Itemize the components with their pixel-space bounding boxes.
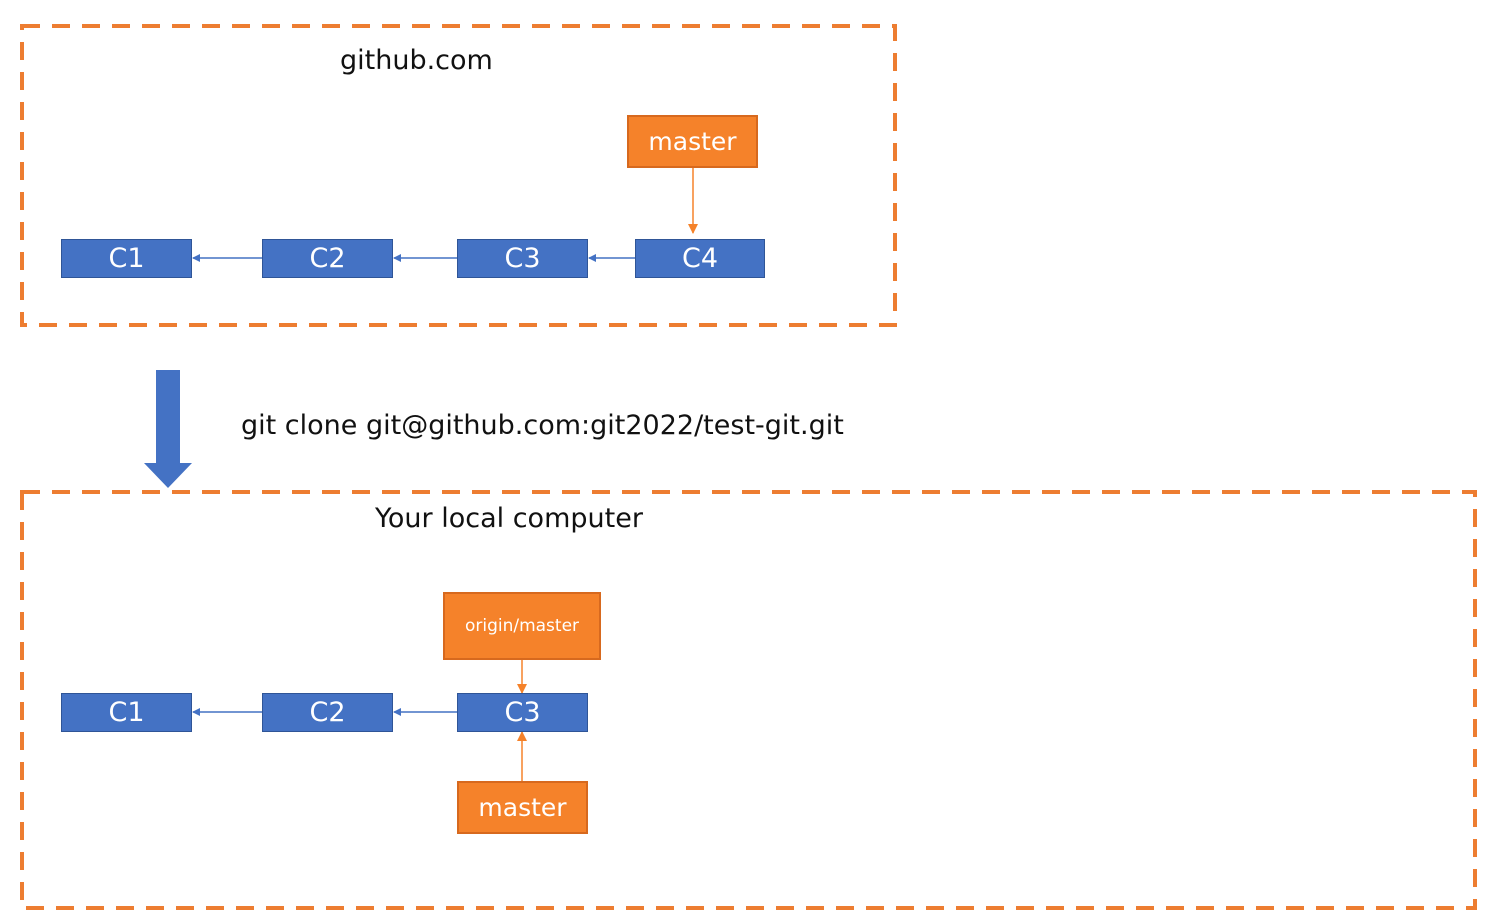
remote-repo-title: github.com	[340, 45, 493, 76]
remote-commit-c2: C2	[262, 239, 393, 278]
origin-master-branch: origin/master	[443, 592, 601, 660]
local-commit-c2: C2	[262, 693, 393, 732]
local-repo-frame	[20, 490, 1477, 910]
remote-commit-c4: C4	[635, 239, 765, 278]
local-master-branch: master	[457, 781, 588, 834]
local-commit-c3: C3	[457, 693, 588, 732]
remote-repo-frame	[20, 24, 897, 327]
local-repo-title: Your local computer	[375, 503, 643, 534]
remote-master-branch: master	[627, 115, 758, 168]
git-clone-command: git clone git@github.com:git2022/test-gi…	[241, 410, 844, 441]
remote-commit-c3: C3	[457, 239, 588, 278]
local-commit-c1: C1	[61, 693, 192, 732]
remote-commit-c1: C1	[61, 239, 192, 278]
clone-down-arrow	[144, 370, 192, 488]
